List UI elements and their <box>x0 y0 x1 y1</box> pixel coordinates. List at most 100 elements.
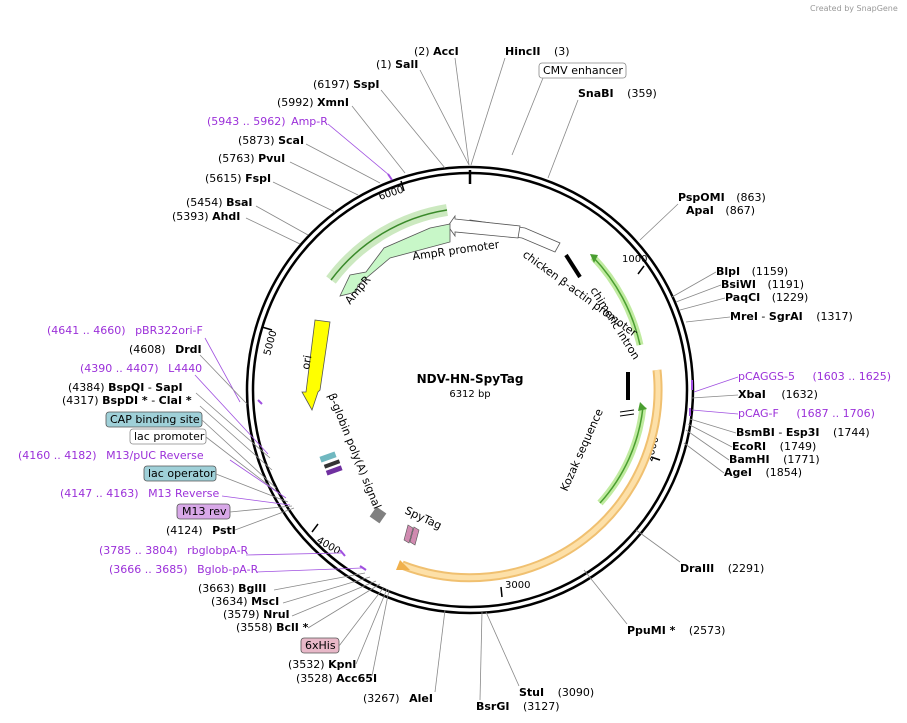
leader-scai <box>305 143 381 184</box>
site-label-mrei: MreI - SgrAI (1317) <box>730 310 853 323</box>
leader-lac-promoter <box>205 436 281 495</box>
leader-bcli <box>307 583 381 629</box>
feature-kozak-green <box>599 406 644 504</box>
primer-label-pcagf: pCAG-F (1687 .. 1706) <box>738 407 875 420</box>
leader-paqci <box>679 297 726 311</box>
leader-cap <box>201 419 277 489</box>
leader-xmni <box>351 105 406 174</box>
site-label-snabi: SnaBI (359) <box>578 87 657 100</box>
site-label-apai: ApaI (867) <box>686 204 755 217</box>
leader-blpi <box>671 271 717 298</box>
tick-2000 <box>650 456 661 461</box>
lac-operator-box <box>143 465 217 482</box>
leader-acc65i <box>371 589 390 677</box>
leader-ppumi <box>583 569 628 625</box>
site-label-agei: AgeI (1854) <box>724 466 802 479</box>
site-label-bsai: (5454) BsaI <box>186 196 253 209</box>
site-label-alei: (3267) AleI <box>363 692 433 705</box>
site-label-pvui: (5763) PvuI <box>218 152 285 165</box>
leader-mrei <box>685 316 731 323</box>
leader-pcagf <box>691 409 739 415</box>
leader-alei <box>434 609 446 693</box>
leader-agei <box>683 442 725 474</box>
feature-hn <box>401 369 661 581</box>
leader-bamhi <box>685 429 730 461</box>
leader-amp-r <box>327 123 390 176</box>
tick-1000 <box>637 265 645 275</box>
site-label-ecori: EcoRI (1749) <box>732 440 816 453</box>
label-m13-rev: M13 rev <box>182 505 227 518</box>
leader-l4440 <box>194 374 269 455</box>
primer-mark-rbglob <box>339 549 346 557</box>
kozak-green-arrowhead <box>638 402 647 411</box>
site-label-bcli: (3558) BclI * <box>236 621 309 634</box>
leader-sspi <box>380 89 446 169</box>
primer-label-bglob-pa-r: (3666 .. 3685) Bglob-pA-R <box>109 563 259 576</box>
leader-m13-reverse <box>221 495 291 506</box>
leader-draiii <box>635 529 681 563</box>
site-label-bsmbi: BsmBI - Esp3I (1744) <box>736 426 870 439</box>
site-label-acc65i: (3528) Acc65I <box>296 672 377 685</box>
site-label-bamhi: BamHI (1771) <box>729 453 820 466</box>
label-ori: ori <box>299 354 314 370</box>
label-cap-binding-site: CAP binding site <box>110 413 200 426</box>
leader-bglob <box>255 567 363 573</box>
watermark: Created by SnapGene <box>810 4 898 13</box>
leader-rbglob <box>245 552 343 556</box>
label-lac-promoter: lac promoter <box>134 430 205 443</box>
feature-black-mark-1 <box>564 253 582 279</box>
site-label-draiii: DraIII (2291) <box>680 562 764 575</box>
cap-binding-site-box <box>105 411 203 428</box>
label-cmv-enhancer: CMV enhancer <box>543 64 623 77</box>
plasmid-size: 6312 bp <box>449 389 490 400</box>
feature-ampr-outer-line <box>330 209 448 281</box>
primer-label-m13-reverse: (4147 .. 4163) M13 Reverse <box>60 487 219 500</box>
primer-label-rbglobpa-r: (3785 .. 3804) rbglobpA-R <box>99 544 249 557</box>
feature-mark-3 <box>619 409 635 413</box>
leader-ecori <box>687 423 733 448</box>
leader-nrui <box>291 580 377 617</box>
site-label-fspi: (5615) FspI <box>205 172 271 185</box>
site-label-bsrgi: BsrGI (3127) <box>476 700 560 713</box>
label-kozak-sequence: Kozak sequence <box>558 407 606 494</box>
leader-6xhis <box>338 586 385 647</box>
site-label-bsiwi: BsiWI (1191) <box>721 278 804 291</box>
leader-bsiwi <box>675 284 722 303</box>
label-lac-operator: lac operator <box>148 467 215 480</box>
leader-apai <box>639 203 679 241</box>
leader-stui <box>485 611 520 687</box>
primer-label-m13puc-reverse: (4160 .. 4182) M13/pUC Reverse <box>18 449 204 462</box>
site-label-ahdi: (5393) AhdI <box>172 210 240 223</box>
leader-fspi <box>272 181 336 213</box>
leader-m13-rev <box>229 505 293 513</box>
leader-m13puc <box>229 459 287 499</box>
tick-6000 <box>400 180 405 192</box>
primer-label-pbr322ori-f: (4641 .. 4660) pBR322ori-F <box>47 324 203 337</box>
primer-mark-pbr322 <box>257 399 263 405</box>
features <box>257 173 693 583</box>
leader-msci <box>282 576 371 604</box>
primer-label-pcaggs5: pCAGGS-5 (1603 .. 1625) <box>738 370 891 383</box>
leader-acci <box>454 57 470 166</box>
primer-label-amp-r: (5943 .. 5962) Amp-R <box>207 115 328 128</box>
feature-chimeric-intron <box>592 256 641 346</box>
tick-label-6000: 6000 <box>378 185 406 203</box>
primer-mark-bglob <box>359 565 367 571</box>
feature-hn-arrowhead <box>396 560 410 570</box>
site-label-bspdi: (4317) BspDI * - ClaI * <box>62 394 192 407</box>
site-label-blpi: BlpI (1159) <box>716 265 788 278</box>
site-label-sspi: (6197) SspI <box>313 78 380 91</box>
feature-lac-mark <box>323 459 341 469</box>
tick-3000 <box>500 586 503 598</box>
site-label-paqci: PaqCI (1229) <box>725 291 808 304</box>
feature-spytag-2 <box>409 526 420 546</box>
leader-lac-operator <box>215 473 289 503</box>
site-label-xmni: (5992) XmnI <box>277 96 349 109</box>
feature-m13-mark <box>325 465 343 476</box>
tick-4000 <box>311 523 319 533</box>
site-label-ppumi: PpuMI * (2573) <box>627 624 725 637</box>
leader-cmv <box>511 77 544 156</box>
feature-mark-4 <box>619 413 635 417</box>
feature-cap-mark <box>319 451 337 463</box>
